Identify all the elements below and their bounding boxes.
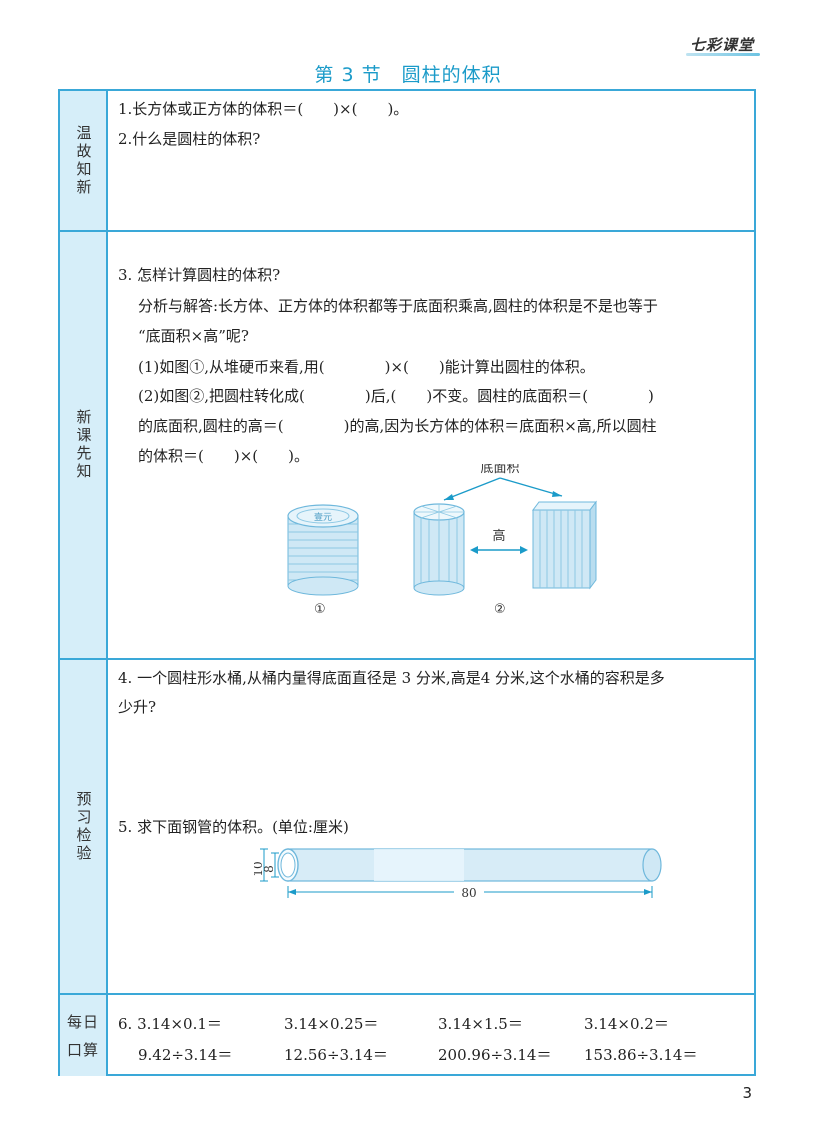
coin-face-text: 壹元 [314,511,332,523]
calc-item: 3.14×0.25＝ [284,1015,379,1033]
brand-logo: 七彩课堂 [685,34,760,56]
calc-item: 153.86÷3.14＝ [584,1046,698,1064]
row-label-preview: 新课先知 [74,409,93,481]
row-label-cell: 温故知新 [60,91,108,230]
calc-item: 12.56÷3.14＝ [284,1046,388,1064]
question-1: 1.长方体或正方体的体积＝( )×( )。 [118,100,409,118]
analysis-line-2: “底面积×高”呢? [138,327,249,345]
row-content-preview: 3. 怎样计算圆柱的体积? 分析与解答:长方体、正方体的体积都等于底面积乘高,圆… [118,232,748,658]
page-number-text: 3 [742,1084,752,1102]
coin-stack-figure: 壹元 [287,504,359,596]
question-3: 3. 怎样计算圆柱的体积? [118,266,281,284]
row-label-daily-2: 口算 [66,1040,99,1059]
height-label: 高 [492,528,505,544]
pipe-inner-diameter: 8 [262,865,276,873]
part-2-line-1: (2)如图②,把圆柱转化成( )后,( )不变。圆柱的底面积＝( ) [138,387,654,405]
cylinder-figures: 壹元 [287,464,597,596]
row-label-cell: 新课先知 [60,232,108,658]
part-1-text: (1)如图①,从堆硬币来看,用( )×( )能计算出圆柱的体积。 [138,358,595,376]
row-label-daily-1: 每日 [66,1012,99,1031]
row-review: 温故知新 1.长方体或正方体的体积＝( )×( )。 2.什么是圆柱的体积? [60,91,754,232]
row-check: 预习检验 4. 一个圆柱形水桶,从桶内量得底面直径是 3 分米,高是4 分米,这… [60,660,754,995]
brand-text: 七彩课堂 [689,36,754,54]
calc-item: 3.14×0.2＝ [584,1015,669,1033]
page-title: 第 3 节圆柱的体积 [0,60,816,87]
base-area-arrows [443,477,563,501]
question-4-line-1: 4. 一个圆柱形水桶,从桶内量得底面直径是 3 分米,高是4 分米,这个水桶的容… [118,669,665,687]
section-number: 第 3 节 [314,64,382,86]
page-number: 3 [700,1084,756,1108]
calc-item: 6. 3.14×0.1＝ [118,1015,222,1033]
brand-swoosh [685,53,760,56]
calc-item: 9.42÷3.14＝ [138,1046,233,1064]
base-area-label: 底面积 [480,464,519,476]
pipe-length: 80 [461,886,476,900]
pipe-outer-diameter: 10 [254,861,265,876]
row-preview: 新课先知 3. 怎样计算圆柱的体积? 分析与解答:长方体、正方体的体积都等于底面… [60,232,754,660]
calc-item: 3.14×1.5＝ [438,1015,523,1033]
row-label-review: 温故知新 [74,124,93,197]
part-2-line-2: 的底面积,圆柱的高＝( )的高,因为长方体的体积＝底面积×高,所以圆柱 [138,417,657,435]
analysis-line-1: 分析与解答:长方体、正方体的体积都等于底面积乘高,圆柱的体积是不是也等于 [138,297,658,315]
row-daily: 每日 口算 6. 3.14×0.1＝ 3.14×0.25＝ 3.14×1.5＝ … [60,995,754,1076]
row-label-daily: 每日 口算 [63,1008,103,1064]
steel-pipe-figure: 10 8 80 [254,848,662,900]
calc-item: 200.96÷3.14＝ [438,1046,552,1064]
question-2: 2.什么是圆柱的体积? [118,130,261,148]
row-content-daily: 6. 3.14×0.1＝ 3.14×0.25＝ 3.14×1.5＝ 3.14×0… [118,995,748,1076]
row-label-check: 预习检验 [74,790,93,863]
row-content-check: 4. 一个圆柱形水桶,从桶内量得底面直径是 3 分米,高是4 分米,这个水桶的容… [118,660,748,993]
rectangular-prism-figure [532,500,597,590]
question-4-line-2: 少升? [118,698,157,716]
figure-2-caption: ② [494,602,506,617]
question-5: 5. 求下面钢管的体积。(单位:厘米) [118,818,349,836]
row-label-cell: 预习检验 [60,660,108,993]
cut-cylinder-figure [413,503,465,596]
row-label-cell: 每日 口算 [60,995,108,1076]
row-content-review: 1.长方体或正方体的体积＝( )×( )。 2.什么是圆柱的体积? [118,91,748,230]
height-arrow [470,546,528,554]
worksheet-table: 温故知新 1.长方体或正方体的体积＝( )×( )。 2.什么是圆柱的体积? 新… [58,89,756,1076]
part-2-line-3: 的体积＝( )×( )。 [138,447,309,465]
figure-1-caption: ① [314,602,326,617]
section-topic: 圆柱的体积 [401,64,502,86]
